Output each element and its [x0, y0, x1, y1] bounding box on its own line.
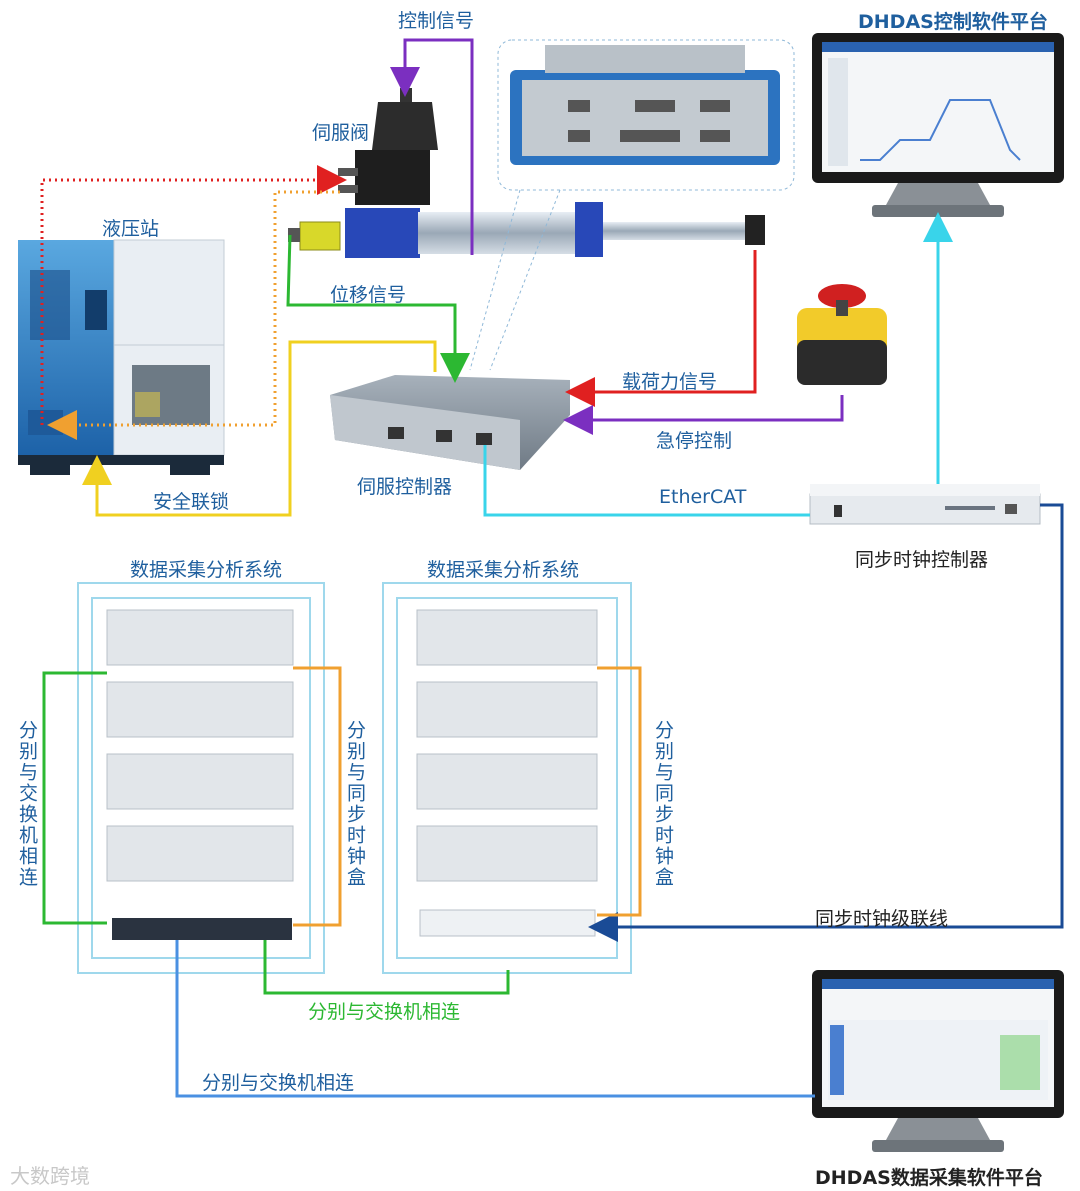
label-hydraulic-station: 液压站	[102, 218, 160, 240]
estop-line	[563, 395, 844, 435]
control-platform-monitor-icon	[812, 33, 1064, 217]
daq-platform-monitor-icon	[812, 970, 1064, 1152]
label-control-platform: DHDAS控制软件平台	[858, 11, 1048, 33]
label-daq-system-left: 数据采集分析系统	[130, 559, 283, 581]
safety-interlock-line	[82, 340, 437, 517]
label-ethercat: EtherCAT	[659, 486, 747, 508]
label-displacement-signal: 位移信号	[330, 284, 407, 306]
displacement-line	[286, 234, 470, 383]
bottom-green-line	[263, 940, 510, 995]
red-dotted-line	[40, 165, 347, 425]
left-sync-line	[293, 666, 342, 927]
sync-clock-controller-icon	[809, 484, 1041, 525]
label-sync-cascade: 同步时钟级联线	[815, 908, 949, 930]
sync-cascade-line	[588, 503, 1064, 942]
label-load-signal: 载荷力信号	[622, 371, 718, 393]
label-sync-clock-controller: 同步时钟控制器	[855, 549, 989, 571]
right-sync-line	[597, 666, 642, 917]
label-sync-box-conn-left: 分别与同步时钟盒	[344, 720, 366, 888]
label-daq-system-right: 数据采集分析系统	[427, 559, 580, 581]
watermark-logo: 大数跨境	[10, 1164, 90, 1188]
servo-controller-icon	[330, 375, 570, 470]
controller-zoom-panel	[469, 39, 795, 371]
label-servo-valve: 伺服阀	[312, 122, 370, 144]
load-signal-line	[565, 250, 757, 407]
actuator-icon	[288, 202, 765, 258]
daq-rack-right	[382, 582, 632, 974]
label-switch-conn-bottom: 分别与交换机相连	[308, 1001, 461, 1023]
emergency-stop-icon	[797, 284, 887, 385]
label-control-signal: 控制信号	[398, 10, 475, 32]
hydraulic-station-icon	[18, 239, 225, 475]
label-safety-interlock: 安全联锁	[153, 491, 230, 513]
label-switch-conn-left: 分别与交换机相连	[16, 720, 38, 888]
label-servo-controller: 伺服控制器	[357, 476, 453, 498]
label-estop-control: 急停控制	[656, 430, 733, 452]
servo-valve-icon	[338, 88, 438, 205]
label-daq-platform: DHDAS数据采集软件平台	[815, 1167, 1043, 1189]
orange-dotted-line	[47, 190, 340, 440]
left-switch-line	[42, 671, 107, 925]
ethercat-line	[483, 445, 810, 517]
bottom-blue-line	[175, 940, 815, 1098]
control-signal-line	[390, 38, 474, 255]
connection-lines	[40, 38, 1064, 1098]
label-switch-conn-bottom2: 分别与交换机相连	[202, 1072, 355, 1094]
daq-rack-left	[77, 582, 325, 974]
label-sync-box-conn-right: 分别与同步时钟盒	[652, 720, 674, 888]
